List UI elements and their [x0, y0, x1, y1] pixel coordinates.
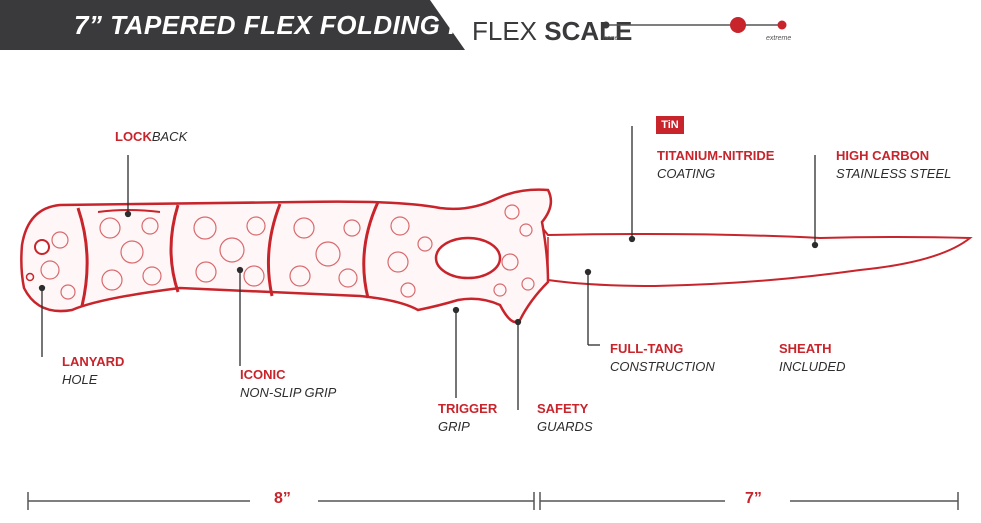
callout-trigger-line1: TRIGGER [438, 401, 498, 416]
flex-scale-slider [602, 17, 787, 33]
flex-scale-end-dot [777, 20, 787, 30]
grip-band-1 [76, 207, 89, 307]
callout-safety-guards: SAFETY GUARDS [537, 400, 593, 436]
lockback-label-red: LOCK [115, 129, 152, 144]
callout-grip-line1: ICONIC [240, 367, 286, 382]
flex-scale-title: FLEX SCALE [472, 16, 632, 47]
flex-scale-label-bold: SCALE [544, 16, 633, 46]
callout-sheath-line1: SHEATH [779, 341, 832, 356]
knife-blade [538, 221, 973, 288]
flex-scale-start-dot [602, 21, 610, 29]
callout-grip-line2: NON-SLIP GRIP [240, 385, 337, 400]
grip-band-2 [169, 204, 180, 293]
callout-tang-line2: CONSTRUCTION [610, 359, 715, 374]
callout-full-tang: FULL-TANG CONSTRUCTION [610, 340, 715, 376]
pivot-screw [25, 272, 35, 282]
callout-tang-line1: FULL-TANG [610, 341, 684, 356]
flex-scale-min-label: none [603, 35, 619, 42]
callout-tin-line1: TITANIUM-NITRIDE [657, 148, 775, 163]
callout-sheath: SHEATH INCLUDED [779, 340, 845, 376]
callout-lanyard-hole: LANYARD HOLE [62, 353, 124, 389]
callout-trigger-grip: TRIGGER GRIP [438, 400, 497, 436]
callout-carbon-line2: STAINLESS STEEL [836, 166, 952, 181]
callout-iconic-grip: ICONIC NON-SLIP GRIP [240, 366, 336, 402]
page-title: 7” TAPERED FLEX FOLDING KNIFE [74, 10, 529, 40]
callout-lanyard-line1: LANYARD [62, 354, 125, 369]
flex-scale-indicator [730, 17, 746, 33]
callout-sheath-line2: INCLUDED [779, 359, 846, 374]
handle-length-label: 8” [274, 490, 291, 507]
lanyard-hole [34, 239, 50, 255]
handle-oval-window [434, 236, 502, 280]
callout-trigger-line2: GRIP [438, 419, 470, 434]
flex-scale-label-light: FLEX [472, 16, 538, 46]
flex-scale-max-label: extreme [766, 35, 792, 42]
tin-badge: TiN [656, 116, 684, 134]
callout-tin-line2: COATING [657, 166, 716, 181]
callout-titanium-nitride: TITANIUM-NITRIDE COATING [657, 147, 774, 183]
callout-carbon-line1: HIGH CARBON [836, 148, 930, 163]
blade-length-label: 7” [745, 490, 762, 507]
grip-band-4 [362, 201, 380, 299]
callout-lockback: LOCKBACK [115, 128, 187, 146]
grip-texture [40, 204, 535, 300]
lockback-label-black: BACK [151, 129, 188, 144]
grip-band-3 [266, 203, 282, 297]
callout-high-carbon: HIGH CARBON STAINLESS STEEL [836, 147, 951, 183]
callout-safety-line2: GUARDS [537, 419, 593, 434]
measurement-bars [27, 492, 959, 510]
callout-lanyard-line2: HOLE [62, 372, 98, 387]
callout-safety-line1: SAFETY [537, 401, 589, 416]
title-banner [0, 0, 465, 50]
